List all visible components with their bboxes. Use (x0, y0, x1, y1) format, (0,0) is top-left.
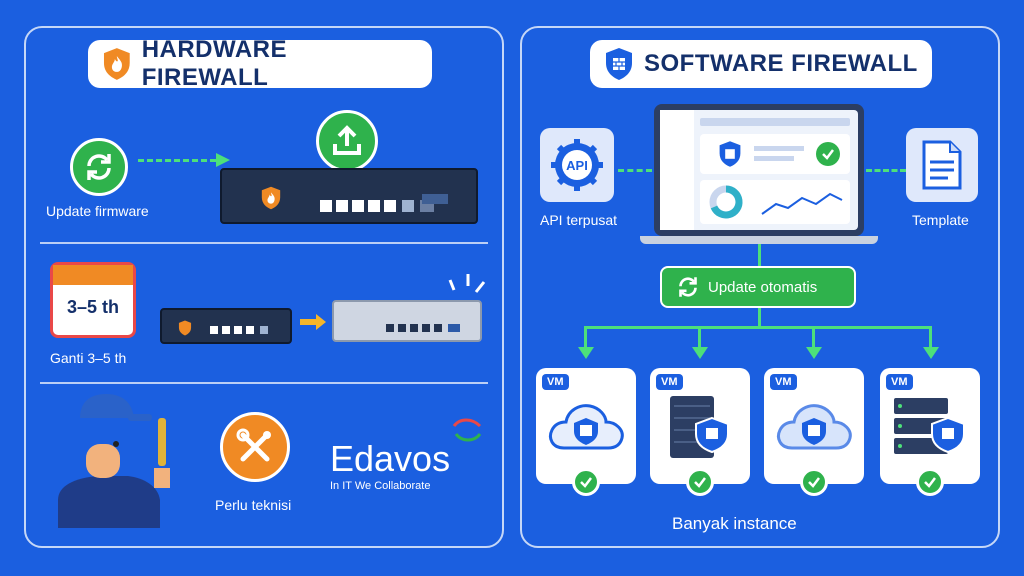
fire-shield-icon (178, 320, 192, 336)
status-line (754, 146, 804, 151)
cloud-icon (777, 404, 852, 450)
instances-label: Banyak instance (672, 514, 797, 533)
laptop-base (640, 236, 878, 244)
chart-card (700, 180, 850, 224)
flow-line (758, 244, 761, 266)
template-label: Template (912, 212, 969, 228)
donut-chart-icon (709, 185, 743, 219)
sync-circle (70, 138, 128, 196)
brand-logo-name: Edavos (330, 438, 451, 479)
brand-tagline: In IT We Collaborate (330, 480, 431, 492)
wrench-screwdriver-icon (236, 428, 271, 462)
template-dashed-line (866, 169, 906, 172)
shield-firewall-icon (606, 48, 632, 80)
software-title: SOFTWARE FIREWALL (644, 50, 918, 77)
technician-label: Perlu teknisi (215, 497, 292, 513)
flow-line (758, 308, 761, 328)
api-label: API terpusat (540, 212, 618, 228)
hardware-panel (24, 26, 504, 548)
line-chart-icon (761, 192, 843, 215)
firewall-device-large (220, 168, 478, 224)
vm-badge: VM (770, 374, 797, 390)
shield-firewall-icon (719, 141, 741, 167)
check-icon (916, 468, 944, 496)
arrow-head (216, 153, 230, 167)
upload-icon (333, 125, 361, 155)
fire-shield-icon (261, 186, 281, 210)
check-icon (572, 468, 600, 496)
sparkle-icon (448, 274, 486, 293)
upload-circle (316, 110, 378, 172)
flow-branch (584, 326, 932, 329)
update-otomatis-badge: Update otomatis (660, 266, 856, 308)
divider-2 (40, 382, 488, 384)
calendar-text: 3–5 th (66, 297, 120, 317)
flow-line (929, 326, 932, 348)
vm-card-2: VM (650, 368, 750, 496)
flow-line (584, 326, 587, 348)
calendar-header (53, 265, 133, 285)
flow-line (698, 326, 701, 348)
update-otomatis-label: Update otomatis (708, 278, 818, 296)
vm-badge: VM (656, 374, 683, 390)
vm-badge: VM (542, 374, 569, 390)
display-panel (422, 194, 448, 204)
server-icon (670, 396, 729, 458)
technician-illustration (58, 394, 170, 528)
check-icon (816, 142, 840, 166)
brand-logo-mark (452, 418, 482, 442)
arrow-down-icon (692, 347, 708, 359)
arrow-down-icon (923, 347, 939, 359)
network-ports (386, 324, 460, 332)
dashboard (660, 110, 858, 230)
tools-circle (220, 412, 290, 482)
hardware-title-pill: HARDWARE FIREWALL (88, 36, 432, 91)
arrow-down-icon (578, 347, 594, 359)
update-dashed-arrow (138, 159, 216, 162)
api-box: API (540, 128, 614, 202)
api-dashed-line (618, 169, 652, 172)
arrow-down-icon (806, 347, 822, 359)
arrow-right-icon (300, 314, 326, 330)
network-ports (320, 200, 434, 212)
api-icon-text: API (566, 158, 588, 173)
check-icon (686, 468, 714, 496)
sync-icon (679, 277, 697, 297)
network-ports (210, 326, 268, 334)
status-card (700, 134, 850, 174)
vm-card-1: VM (536, 368, 636, 496)
software-title-pill: SOFTWARE FIREWALL (590, 40, 932, 88)
calendar-icon: 3–5 th (50, 262, 136, 338)
check-icon (800, 468, 828, 496)
server-icon (894, 398, 965, 454)
template-box (906, 128, 978, 202)
replace-label: Ganti 3–5 th (50, 350, 127, 366)
hardware-title: HARDWARE FIREWALL (141, 36, 288, 91)
vm-card-4: VM (880, 368, 980, 496)
update-firmware-label: Update firmware (46, 203, 149, 219)
status-line (754, 156, 794, 161)
document-icon (922, 140, 962, 190)
vm-card-3: VM (764, 368, 864, 496)
cloud-icon (549, 404, 624, 450)
dashboard-header (700, 118, 850, 126)
software-panel (520, 26, 1000, 548)
laptop-screen (654, 104, 864, 236)
firewall-device-old (160, 308, 292, 344)
flow-line (812, 326, 815, 348)
api-gear-icon (551, 139, 603, 191)
fire-shield-icon (103, 48, 130, 80)
vm-badge: VM (886, 374, 913, 390)
sync-icon (87, 154, 111, 180)
dashboard-sidebar (660, 110, 694, 230)
divider-1 (40, 242, 488, 244)
firewall-device-new (332, 300, 482, 342)
